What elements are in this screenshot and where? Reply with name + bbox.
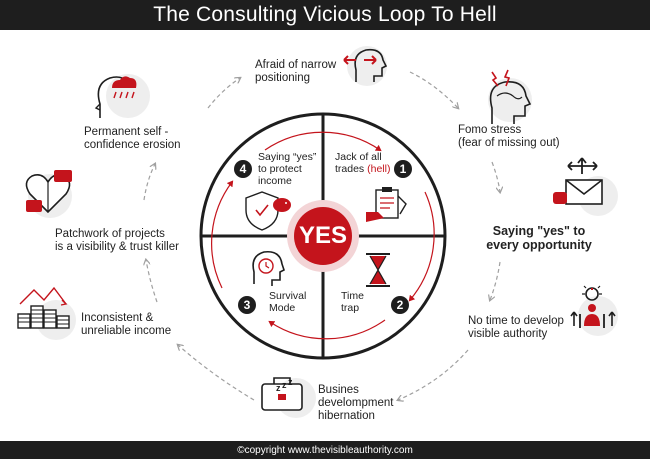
step-4-line2: visible authority <box>468 328 548 340</box>
stressed-head-icon <box>488 69 532 124</box>
svg-text:z: z <box>276 383 281 393</box>
step-6-line1: Inconsistent & <box>81 312 154 324</box>
center-yes-label: YES <box>298 222 348 249</box>
step-patchwork-projects: Patchwork of projects is a visibility & … <box>55 228 179 254</box>
loop-arrow-1 <box>207 78 240 109</box>
loop-arrow-5 <box>398 349 469 400</box>
shield-piggy-icon <box>245 191 291 231</box>
step-confidence-erosion: Permanent self - confidence erosion <box>84 126 181 152</box>
coins-graph-icon <box>17 286 76 340</box>
quadrant-3-line2: Mode <box>269 302 296 314</box>
quadrant-3-number: 3 <box>238 296 256 314</box>
step-2-line1: Fomo stress <box>458 124 522 136</box>
quadrant-2-line1: Time <box>341 290 364 302</box>
loop-arrow-8 <box>143 164 155 201</box>
step-3-line1: Saying "yes" to <box>492 224 586 238</box>
loop-arrow-3 <box>491 161 500 192</box>
hourglass-icon <box>366 253 390 287</box>
quadrant-3-line1: Survival <box>269 290 307 302</box>
step-business-development-hibernation: Busines develompment hibernation <box>318 384 393 423</box>
puzzle-heart-icon <box>25 170 72 218</box>
head-raincloud-icon <box>94 74 150 118</box>
quadrant-4-line1: Saying “yes” <box>258 151 317 163</box>
quadrant-3-text: Survival Mode <box>269 290 306 314</box>
quadrant-1-line2: trades (hell) <box>335 163 390 175</box>
step-7-line1: Patchwork of projects <box>55 228 165 240</box>
head-arrows-icon <box>343 46 388 86</box>
quadrant-4-line2: to protect <box>258 163 302 175</box>
loop-arrow-6 <box>178 345 255 401</box>
quadrant-2-line2: trap <box>341 302 360 314</box>
step-8-line1: Permanent self - <box>84 126 169 138</box>
quadrant-1-highlight: (hell) <box>367 163 391 175</box>
alarm-head-icon <box>252 250 285 286</box>
footer-bar: ©copyright www.thevisibleauthority.com <box>0 441 650 459</box>
step-7-line2: is a visibility & trust killer <box>55 241 179 253</box>
step-saying-yes-every-opportunity: Saying "yes" to every opportunity <box>474 224 604 252</box>
step-fomo-stress: Fomo stress (fear of missing out) <box>458 124 560 150</box>
envelope-arrows-icon <box>553 157 618 216</box>
quadrant-1-line2-prefix: trades <box>335 163 368 175</box>
step-4-line1: No time to develop <box>468 315 564 327</box>
step-inconsistent-income: Inconsistent & unreliable income <box>81 312 171 338</box>
page-title: The Consulting Vicious Loop To Hell <box>153 3 497 26</box>
step-5-line2: develompment <box>318 397 394 409</box>
loop-arrow-7 <box>146 260 158 303</box>
loop-arrow-4 <box>490 261 501 300</box>
step-2-line2: (fear of missing out) <box>458 137 560 149</box>
step-3-line2: every opportunity <box>486 238 592 252</box>
step-5-line3: hibernation <box>318 410 375 422</box>
inner-arc-left <box>211 180 234 289</box>
quadrant-1-number: 1 <box>394 160 412 178</box>
title-bar: The Consulting Vicious Loop To Hell <box>0 0 650 30</box>
step-afraid-narrow-positioning: Afraid of narrow positioning <box>255 59 336 85</box>
quadrant-4-line3: income <box>258 175 292 187</box>
step-6-line2: unreliable income <box>81 325 172 337</box>
quadrant-2-number: 2 <box>391 296 409 314</box>
quadrant-4-number: 4 <box>234 160 252 178</box>
inner-arc-bottom <box>268 319 386 340</box>
step-no-time-visible-authority: No time to develop visible authority <box>468 315 564 341</box>
clipboard-hand-icon <box>366 187 407 222</box>
svg-text:z: z <box>288 377 293 387</box>
quadrant-1-line1: Jack of all <box>335 151 382 163</box>
sleeping-briefcase-icon: z z z <box>261 377 316 418</box>
outer-loop-arrows <box>143 71 501 401</box>
loop-arrow-2 <box>409 71 458 108</box>
step-5-line1: Busines <box>318 384 359 396</box>
copyright-text: ©copyright www.thevisibleauthority.com <box>237 444 413 456</box>
person-lightbulb-icon <box>570 285 618 336</box>
quadrant-2-text: Time trap <box>341 290 364 314</box>
inner-arc-right <box>408 191 435 302</box>
yes-circle <box>294 207 352 265</box>
step-1-line1: Afraid of narrow <box>255 59 337 71</box>
inner-arc-top <box>264 131 382 152</box>
quadrant-4-text: Saying “yes” to protect income <box>258 151 316 187</box>
step-1-line2: positioning <box>255 72 310 84</box>
quadrant-1-text: Jack of all trades (hell) <box>335 151 390 175</box>
svg-text:z: z <box>282 380 287 390</box>
inner-cycle-arrows <box>211 131 435 340</box>
step-8-line2: confidence erosion <box>84 139 181 151</box>
